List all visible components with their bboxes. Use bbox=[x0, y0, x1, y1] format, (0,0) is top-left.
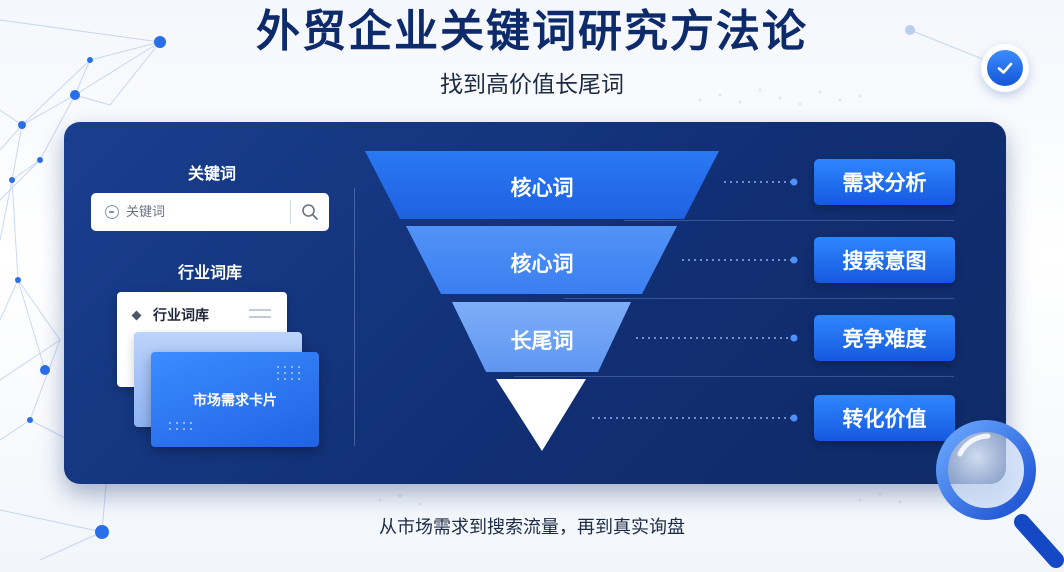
funnel-tier-core-1 bbox=[365, 151, 719, 219]
row-separator bbox=[564, 298, 954, 299]
footer-caption: 从市场需求到搜索流量，再到真实询盘 bbox=[379, 517, 685, 538]
tag-demand-analysis: 需求分析 bbox=[814, 159, 955, 205]
search-input[interactable] bbox=[126, 204, 286, 220]
check-icon bbox=[987, 50, 1023, 86]
funnel-tier-longtail bbox=[452, 302, 631, 372]
check-badge bbox=[981, 44, 1029, 92]
magnifier-icon bbox=[936, 420, 1064, 568]
tag-competition: 竞争难度 bbox=[814, 315, 955, 361]
funnel-tier-core-2 bbox=[406, 226, 677, 294]
page-title: 外贸企业关键词研究方法论 bbox=[256, 6, 808, 57]
row-separator bbox=[624, 220, 954, 221]
library-label: 行业词库 bbox=[177, 263, 242, 282]
market-demand-card: 市场需求卡片 bbox=[151, 352, 319, 447]
funnel-tier-tip bbox=[496, 379, 586, 451]
dot-pattern bbox=[277, 366, 307, 382]
search-separator bbox=[290, 200, 291, 224]
dot-pattern bbox=[169, 422, 199, 438]
funnel bbox=[365, 151, 798, 451]
tag-search-intent: 搜索意图 bbox=[814, 237, 955, 283]
panel-divider bbox=[354, 188, 355, 446]
page-subtitle: 找到高价值长尾词 bbox=[440, 72, 624, 98]
tag-conversion-value: 转化价值 bbox=[814, 395, 955, 441]
main-panel: 关键词 行业词库 行业词库 市场需求卡片 bbox=[64, 122, 1006, 484]
industry-library-card-label: 行业词库 bbox=[153, 308, 209, 324]
minus-circle-icon bbox=[105, 205, 119, 219]
market-demand-card-label: 市场需求卡片 bbox=[193, 393, 277, 409]
funnel-tier-label: 核心词 bbox=[510, 176, 574, 200]
keyword-label: 关键词 bbox=[187, 164, 236, 183]
lines-icon bbox=[249, 309, 271, 323]
funnel-tier-label: 核心词 bbox=[510, 252, 574, 276]
search-icon[interactable] bbox=[301, 203, 319, 221]
row-separator bbox=[514, 376, 954, 377]
funnel-tier-label: 长尾词 bbox=[510, 329, 574, 353]
search-box[interactable] bbox=[91, 193, 329, 231]
